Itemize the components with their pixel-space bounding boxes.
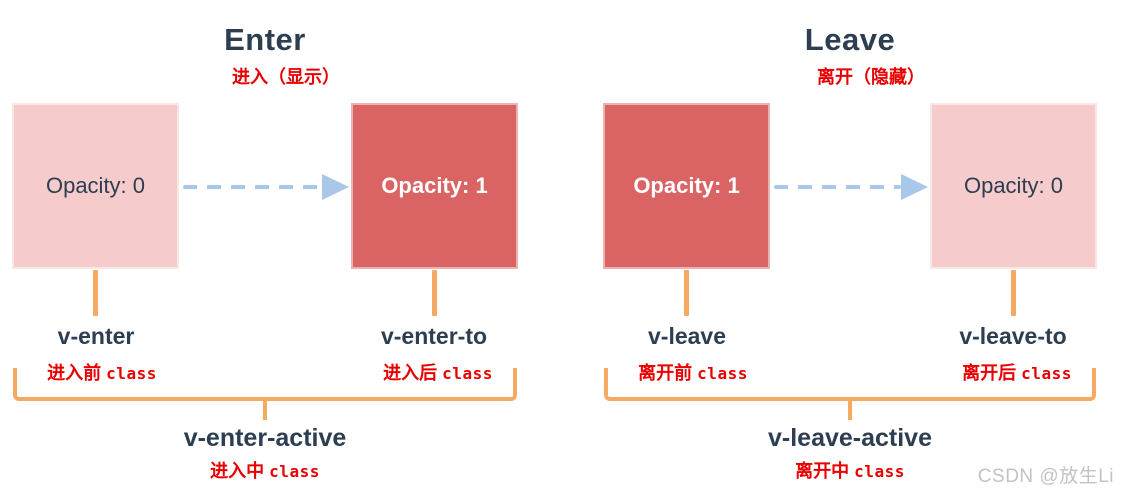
leave-title: Leave xyxy=(804,22,896,57)
enter-to-connector-line xyxy=(432,270,437,316)
v-enter-annotation-zh: 进入前 xyxy=(47,363,102,383)
v-leave-annotation-zh: 离开前 xyxy=(638,363,693,383)
enter-start-opacity-box: Opacity: 0 xyxy=(12,103,179,269)
enter-start-opacity-value: Opacity: 0 xyxy=(45,173,146,198)
v-enter-to-label: v-enter-to xyxy=(380,323,488,349)
v-enter-to-annotation-zh: 进入后 xyxy=(383,363,438,383)
v-leave-to-annotation-zh: 离开后 xyxy=(962,363,1017,383)
leave-subtitle-zh: 离开（隐藏） xyxy=(817,67,925,87)
v-enter-annotation: 进入前 class xyxy=(47,359,157,385)
enter-end-opacity-value: Opacity: 1 xyxy=(381,173,488,198)
enter-active-bracket xyxy=(13,368,517,401)
enter-active-bracket-stem xyxy=(263,398,267,420)
v-enter-active-label: v-enter-active xyxy=(183,424,347,452)
leave-end-opacity-value: Opacity: 0 xyxy=(963,173,1064,198)
arrowhead-icon xyxy=(901,174,928,200)
v-enter-active-annotation: 进入中 class xyxy=(0,457,530,483)
v-leave-annotation: 离开前 class xyxy=(638,359,748,385)
csdn-watermark: CSDN @放生Li xyxy=(977,466,1114,487)
v-leave-active-label: v-leave-active xyxy=(767,424,932,452)
enter-from-connector-line xyxy=(93,270,98,316)
leave-start-opacity-box: Opacity: 1 xyxy=(603,103,770,269)
v-enter-to-annotation-code: class xyxy=(442,364,493,383)
v-leave-to-annotation-code: class xyxy=(1021,364,1072,383)
v-leave-active-annotation: 离开中 class xyxy=(591,457,1109,483)
v-leave-active-annotation-code: class xyxy=(854,462,905,481)
enter-transition-arrow-icon xyxy=(183,174,349,200)
arrowhead-icon xyxy=(322,174,349,200)
v-leave-to-annotation: 离开后 class xyxy=(962,359,1072,385)
leave-section: Leave 离开（隐藏） Opacity: 1 Opacity: 0 v-lea… xyxy=(591,0,1109,492)
v-leave-to-label: v-leave-to xyxy=(959,323,1067,349)
dashed-line xyxy=(774,185,901,189)
v-leave-label: v-leave xyxy=(647,323,727,349)
v-enter-active-annotation-code: class xyxy=(269,462,320,481)
leave-start-opacity-value: Opacity: 1 xyxy=(633,173,740,198)
v-enter-annotation-code: class xyxy=(106,364,157,383)
leave-from-connector-line xyxy=(684,270,689,316)
leave-active-bracket-stem xyxy=(848,398,852,420)
v-enter-active-annotation-zh: 进入中 xyxy=(210,461,265,481)
enter-subtitle-zh: 进入（显示） xyxy=(232,67,340,87)
dashed-line xyxy=(183,185,322,189)
v-leave-annotation-code: class xyxy=(697,364,748,383)
v-enter-to-annotation: 进入后 class xyxy=(383,359,493,385)
leave-active-bracket xyxy=(604,368,1096,401)
enter-section: Enter 进入（显示） Opacity: 0 Opacity: 1 v-ent… xyxy=(0,0,530,492)
v-enter-label: v-enter xyxy=(57,323,135,349)
v-leave-active-annotation-zh: 离开中 xyxy=(795,461,850,481)
leave-end-opacity-box: Opacity: 0 xyxy=(930,103,1097,269)
leave-transition-arrow-icon xyxy=(774,174,928,200)
enter-title: Enter xyxy=(224,22,306,57)
enter-end-opacity-box: Opacity: 1 xyxy=(351,103,518,269)
leave-to-connector-line xyxy=(1011,270,1016,316)
